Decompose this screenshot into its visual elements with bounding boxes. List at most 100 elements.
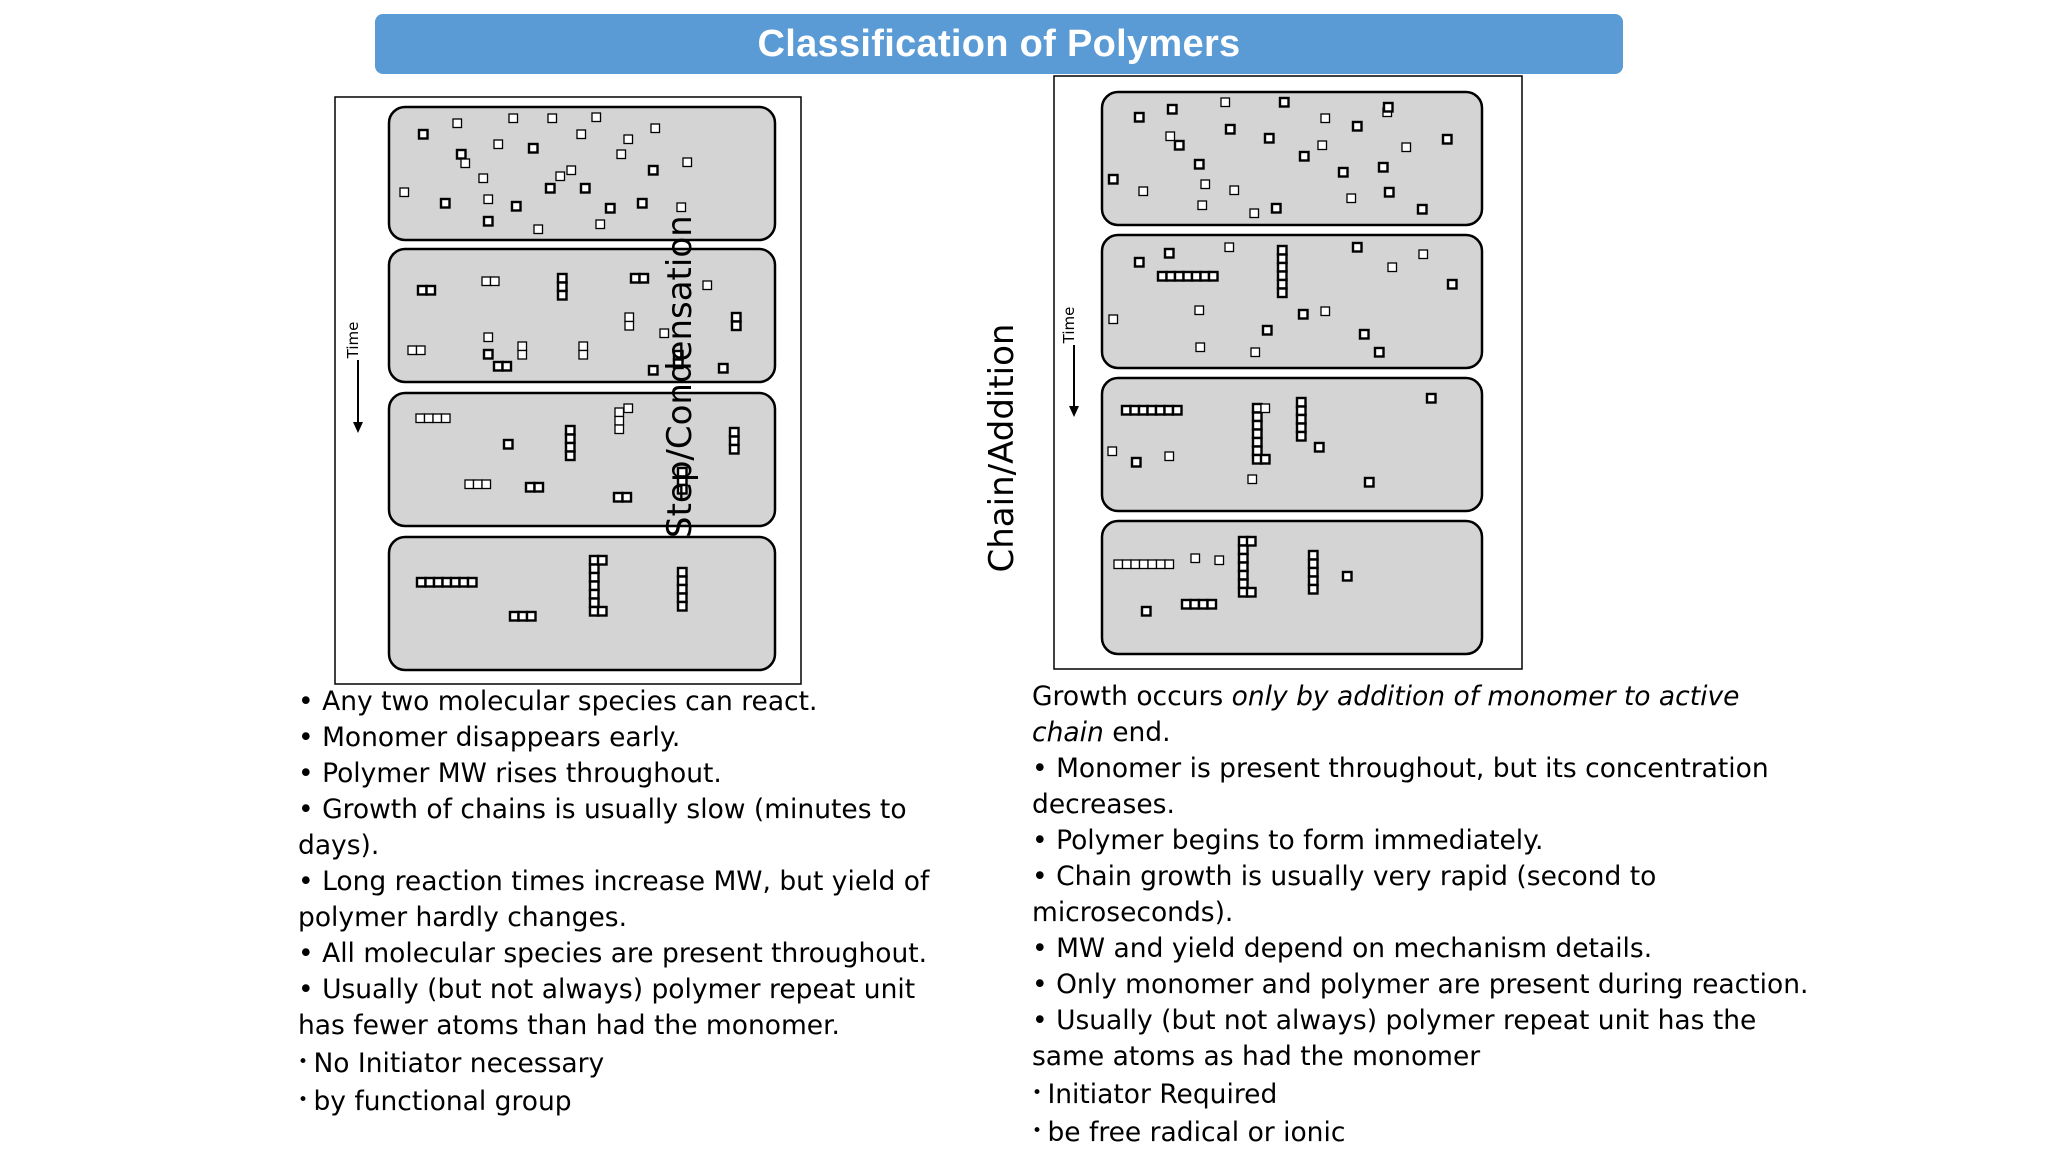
monomer-unit: [717, 362, 729, 374]
step-growth-characteristics: Any two molecular species can react. Mon…: [298, 684, 958, 1120]
monomer-unit: [1200, 179, 1211, 190]
monomer-unit: [1373, 346, 1385, 358]
monomer-unit: [579, 182, 591, 194]
monomer-unit: [1363, 476, 1375, 488]
monomer-unit: [647, 364, 659, 376]
polymer-chain: [508, 610, 537, 622]
monomer-unit: [483, 194, 494, 205]
monomer-unit: [623, 134, 634, 145]
monomer-unit: [482, 348, 494, 360]
monomer-unit: [1163, 247, 1175, 259]
monomer-unit: [1313, 441, 1325, 453]
polymer-group-mid: [415, 403, 740, 503]
monomer-unit: [1220, 97, 1231, 108]
polymer-chain: [1295, 396, 1307, 442]
monomer-unit: [1346, 193, 1357, 204]
monomer-unit: [1320, 306, 1331, 317]
monomer-unit: [1214, 555, 1225, 566]
monomer-unit: [1383, 186, 1395, 198]
monomer-unit: [555, 171, 566, 182]
monomer-unit: [508, 113, 519, 124]
chain-group-mid: [1107, 392, 1437, 488]
monomer-unit: [1341, 570, 1353, 582]
polymer-chain: [464, 479, 492, 490]
monomer-unit: [1270, 202, 1282, 214]
polymer-chain: [1307, 549, 1319, 595]
monomer-unit: [1337, 166, 1349, 178]
monomer-unit: [1250, 347, 1261, 358]
bullet-item: Long reaction times increase MW, but yie…: [298, 864, 958, 936]
monomer-unit: [596, 605, 608, 617]
monomer-unit: [482, 215, 494, 227]
polymer-chain: [629, 272, 650, 284]
monomer-unit: [1193, 158, 1205, 170]
small-bullet-item: be free radical or ionic: [1032, 1113, 1812, 1151]
monomer-unit: [1259, 453, 1271, 465]
bullet-item: Growth of chains is usually slow (minute…: [298, 792, 958, 864]
small-bullet-item: Initiator Required: [1032, 1075, 1812, 1113]
monomer-group: [1107, 96, 1453, 219]
polymer-chain: [1180, 598, 1218, 610]
monomer-unit: [1297, 308, 1309, 320]
monomer-unit: [527, 142, 539, 154]
monomer-unit: [604, 202, 616, 214]
monomer-unit: [623, 403, 634, 414]
monomer-unit: [1165, 131, 1176, 142]
monomer-unit: [702, 280, 713, 291]
monomer-unit: [1107, 173, 1119, 185]
polymer-chain: [556, 272, 568, 301]
monomer-unit: [1377, 161, 1389, 173]
chain-growth-characteristics: Growth occurs only by addition of monome…: [1032, 679, 1812, 1151]
monomer-unit: [452, 118, 463, 129]
time-label: Time: [1060, 307, 1078, 345]
monomer-unit: [502, 438, 514, 450]
bullet-item: MW and yield depend on mechanism details…: [1032, 931, 1812, 967]
title-banner: Classification of Polymers: [375, 14, 1623, 74]
polymer-group-late: [415, 554, 688, 622]
polymer-chain: [1276, 244, 1288, 299]
chain-addition-label: Chain/Addition: [982, 323, 1022, 573]
monomer-unit: [1166, 103, 1178, 115]
bullet-item: Polymer MW rises throughout.: [298, 756, 958, 792]
monomer-unit: [1425, 392, 1437, 404]
monomer-unit: [566, 165, 577, 176]
monomer-unit: [1133, 256, 1145, 268]
monomer-unit: [1320, 113, 1331, 124]
bullet-item: Only monomer and polymer are present dur…: [1032, 967, 1812, 1003]
monomer-unit: [596, 554, 608, 566]
monomer-unit: [636, 197, 648, 209]
intro-sentence: Growth occurs only by addition of monome…: [1032, 681, 1740, 748]
bullet-item: Usually (but not always) polymer repeat …: [298, 972, 958, 1044]
polymer-chain: [1251, 402, 1263, 457]
monomer-unit: [1387, 262, 1398, 273]
polymer-chain: [564, 424, 576, 462]
monomer-unit: [1382, 101, 1394, 113]
monomer-unit: [1108, 314, 1119, 325]
monomer-unit: [1130, 456, 1142, 468]
monomer-unit: [682, 157, 693, 168]
monomer-unit: [1245, 586, 1257, 598]
monomer-unit: [1229, 185, 1240, 196]
chain-growth-diagram: Time: [1053, 75, 1523, 670]
monomer-unit: [1249, 208, 1260, 219]
small-bullet-item: No Initiator necessary: [298, 1044, 958, 1082]
bullet-item: Chain growth is usually very rapid (seco…: [1032, 859, 1812, 931]
monomer-unit: [399, 187, 410, 198]
monomer-unit: [1418, 249, 1429, 260]
monomer-unit: [544, 182, 556, 194]
monomer-unit: [1446, 278, 1458, 290]
monomer-unit: [647, 164, 659, 176]
bullet-item: Polymer begins to form immediately.: [1032, 823, 1812, 859]
polymer-chain: [1120, 404, 1183, 416]
polymer-chain: [416, 284, 437, 296]
polymer-chain: [407, 345, 426, 356]
monomer-unit: [1224, 123, 1236, 135]
bullet-item: Any two molecular species can react.: [298, 684, 958, 720]
monomer-unit: [650, 123, 661, 134]
polymer-chain: [578, 341, 589, 360]
polymer-chain: [730, 311, 742, 332]
monomer-unit: [1133, 111, 1145, 123]
bullet-item: Monomer disappears early.: [298, 720, 958, 756]
polymer-chain: [612, 491, 633, 503]
monomer-unit: [1278, 96, 1290, 108]
